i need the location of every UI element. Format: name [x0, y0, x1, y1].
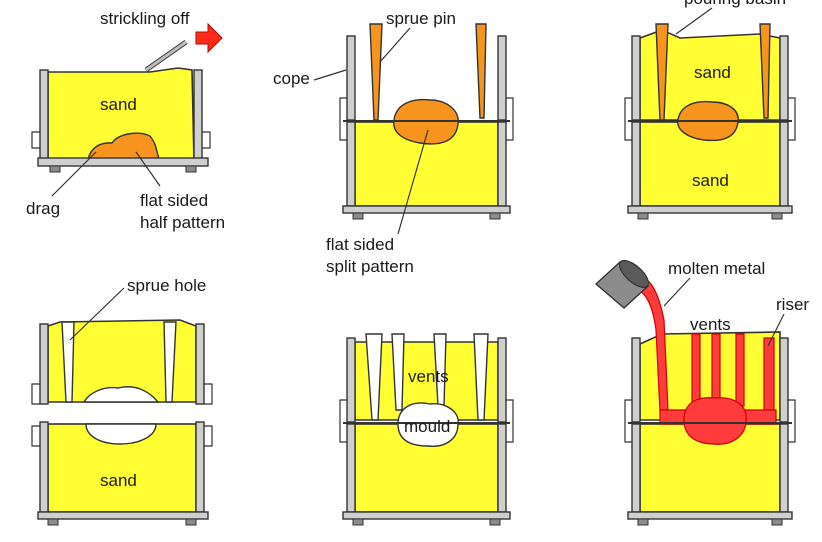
label-drag: drag	[26, 199, 60, 218]
panel-cope-sprue-pins: sprue pin cope flat sided split pattern	[273, 9, 514, 276]
label-vents-6: vents	[690, 315, 731, 334]
sprue-pin-right	[475, 23, 487, 119]
vent-1	[365, 333, 383, 421]
cavity-top-4	[82, 386, 160, 403]
panel-drag-strickling: strickling off sand drag flat sided half…	[26, 9, 225, 232]
casting	[683, 397, 747, 445]
drag-base-plate-3	[627, 205, 793, 214]
vent-4	[473, 333, 489, 421]
label-split-pattern-2: split pattern	[326, 257, 414, 276]
label-sprue-hole: sprue hole	[127, 276, 206, 295]
vent-6-2	[711, 333, 721, 407]
strickle-arrow-icon	[195, 22, 223, 54]
vent-6-3	[735, 333, 745, 407]
ladle-icon	[594, 259, 650, 309]
label-half-pattern-1: flat sided	[140, 191, 208, 210]
cope-wall-left-3	[631, 35, 641, 121]
label-mould: mould	[404, 417, 450, 436]
drag-base-plate-2	[342, 205, 511, 214]
cope-wall-left	[346, 35, 356, 121]
foot-3-left	[637, 212, 649, 220]
drag-foot-left	[49, 165, 61, 173]
label-strickling-off: strickling off	[100, 9, 190, 28]
half-pattern	[87, 132, 162, 161]
cavity-bottom-4	[85, 423, 157, 445]
foot-2-right	[489, 212, 501, 220]
label-sand-4: sand	[100, 471, 137, 490]
panel-vents-mould: vents mould	[339, 333, 514, 526]
label-sand-3-top: sand	[694, 63, 731, 82]
label-molten-metal: molten metal	[668, 259, 765, 278]
drag-wall-right-3	[779, 121, 789, 207]
label-sand-3-bottom: sand	[692, 171, 729, 190]
panel-sprue-hole: sprue hole sand	[31, 276, 213, 526]
label-vents-5: vents	[408, 367, 449, 386]
label-sand-1: sand	[100, 95, 137, 114]
drag-foot-right	[185, 165, 197, 173]
label-half-pattern-2: half pattern	[140, 213, 225, 232]
label-sprue-pin: sprue pin	[386, 9, 456, 28]
label-riser: riser	[776, 295, 809, 314]
sprue-pin-left	[369, 23, 383, 121]
label-split-pattern-1: flat sided	[326, 235, 394, 254]
sprue-pin-right-3	[759, 23, 771, 119]
label-cope: cope	[273, 69, 310, 88]
drag-base-plate	[37, 157, 209, 167]
label-pouring-basin: pouring basin	[684, 0, 786, 8]
drag-wall-left-3	[631, 121, 641, 207]
sprue-hole-right	[163, 321, 177, 403]
foot-3-right	[771, 212, 783, 220]
drag-wall-right	[193, 69, 203, 161]
drag-wall-left	[39, 69, 49, 161]
cope-wall-right	[497, 35, 507, 121]
sprue-hole-left	[61, 321, 75, 403]
drag-wall-left-2	[346, 121, 356, 207]
cope-wall-right-3	[779, 35, 789, 121]
foot-2-left	[352, 212, 364, 220]
panel-cope-rammed: pouring basin sand sand	[624, 0, 796, 220]
panel-pouring: molten metal vents riser	[594, 259, 809, 526]
drag-wall-right-2	[497, 121, 507, 207]
